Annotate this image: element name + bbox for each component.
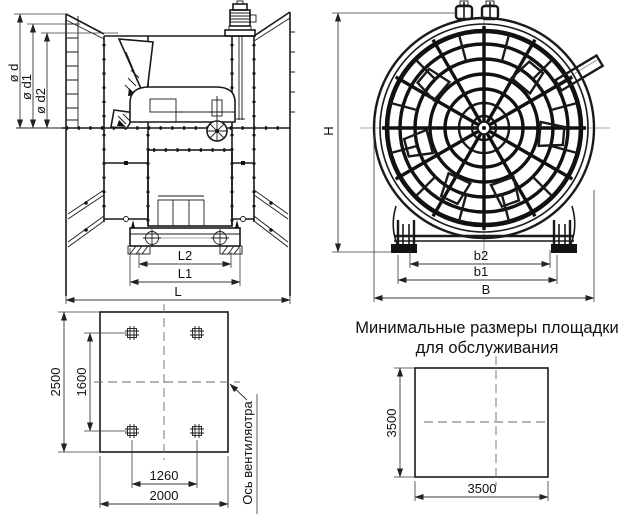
anchor-hole (125, 326, 139, 340)
platform-dimensions: 3500 3500 (384, 367, 549, 501)
platform-title-line1: Минимальные размеры площадки (355, 319, 618, 337)
dim-label-2500: 2500 (48, 368, 63, 397)
dim-label-d2: ø d2 (33, 88, 48, 114)
service-platform: Минимальные размеры площадки для обслужи… (355, 319, 619, 501)
fan-axis-leader: Ось вентиляотра (229, 383, 258, 514)
platform-title-line2: для обслуживания (416, 339, 559, 357)
side-wings (65, 128, 291, 296)
lifting-lugs (454, 0, 500, 21)
dim-label-L1: L1 (178, 266, 192, 281)
motor-fairing (129, 86, 236, 123)
front-dimensions: H b2 b1 B (321, 12, 595, 302)
access-hatch (553, 53, 605, 93)
dim-label-1260: 1260 (150, 468, 179, 483)
plan-dimensions: 2500 1600 1260 2000 (48, 311, 229, 508)
anchor-hole (190, 326, 204, 340)
handwheel (206, 96, 228, 142)
side-view: ø d ø d1 ø d2 L2 L1 L (6, 0, 295, 304)
electric-motor (224, 0, 257, 120)
dim-label-L2: L2 (178, 248, 192, 263)
anchor-hole (125, 424, 139, 438)
dim-label-3500-v: 3500 (384, 409, 399, 438)
dim-label-d: ø d (6, 64, 21, 83)
front-view: H b2 b1 B (321, 0, 610, 302)
dim-label-L: L (174, 284, 181, 299)
dim-label-2000: 2000 (150, 488, 179, 503)
dim-label-H: H (321, 126, 336, 135)
protective-grille (382, 26, 586, 230)
dim-label-3500-h: 3500 (468, 481, 497, 496)
side-dimensions: ø d ø d1 ø d2 L2 L1 L (6, 13, 291, 304)
fan-axis-label: Ось вентиляотра (240, 401, 255, 505)
dim-label-b1: b1 (474, 264, 488, 279)
front-support (391, 205, 577, 253)
dim-label-b2: b2 (474, 248, 488, 263)
dim-label-B: B (482, 282, 491, 297)
base-frame (127, 220, 243, 255)
anchor-hole (190, 424, 204, 438)
dim-label-1600: 1600 (74, 368, 89, 397)
dim-label-d1: ø d1 (19, 74, 34, 100)
foundation-plan: 2500 1600 1260 2000 Ось вентиляотра (48, 304, 258, 514)
